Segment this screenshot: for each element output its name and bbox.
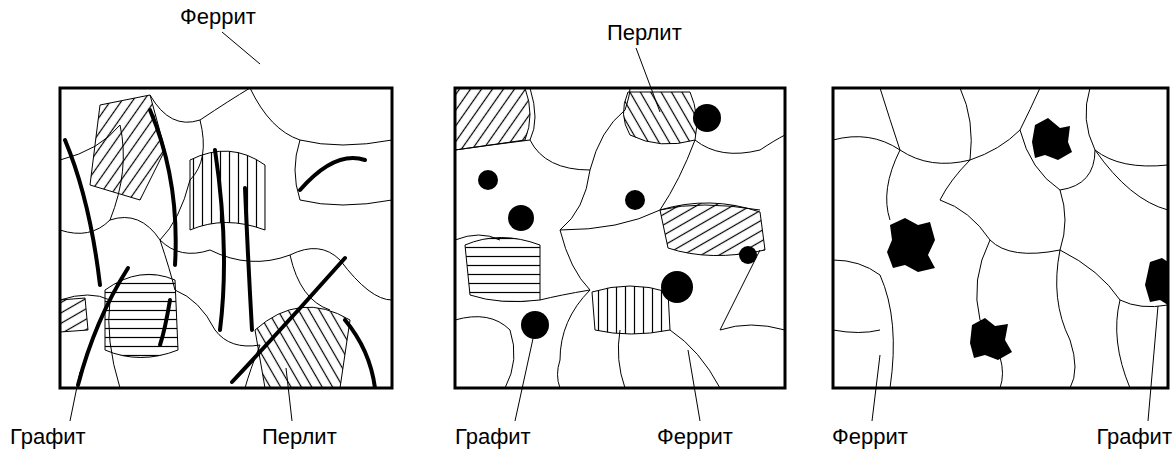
panel-frame	[60, 88, 392, 388]
leader-line	[1148, 306, 1158, 421]
pearlite-colonies	[455, 88, 765, 334]
phase-label: Графит	[10, 424, 86, 450]
panel-frame	[455, 88, 785, 388]
leader-line	[70, 372, 80, 421]
graphite-spheroids	[478, 104, 757, 339]
grain-boundaries	[455, 88, 785, 388]
panel-frame	[833, 88, 1168, 388]
phase-label: Графит	[1096, 424, 1172, 450]
leader-line	[688, 350, 700, 421]
leader-line	[515, 334, 534, 421]
leader-line	[636, 48, 660, 112]
phase-label: Перлит	[607, 20, 682, 46]
phase-label: Перлит	[262, 424, 337, 450]
grain-boundaries	[833, 88, 1168, 388]
grain-boundaries	[60, 88, 392, 388]
phase-label: Феррит	[657, 424, 733, 450]
phase-label: Феррит	[180, 4, 256, 30]
pearlite-colonies	[60, 95, 350, 388]
phase-label: Феррит	[832, 424, 908, 450]
graphite-flakes	[65, 110, 375, 388]
leader-lines	[70, 32, 1158, 421]
phase-label: Графит	[455, 424, 531, 450]
leader-line	[286, 368, 292, 421]
grey-iron-panel	[60, 88, 392, 388]
temper-carbon-flocks	[887, 118, 1168, 360]
ductile-iron-panel	[455, 88, 785, 388]
leader-line	[222, 32, 260, 64]
leader-line	[872, 355, 880, 421]
malleable-iron-panel	[833, 88, 1168, 388]
